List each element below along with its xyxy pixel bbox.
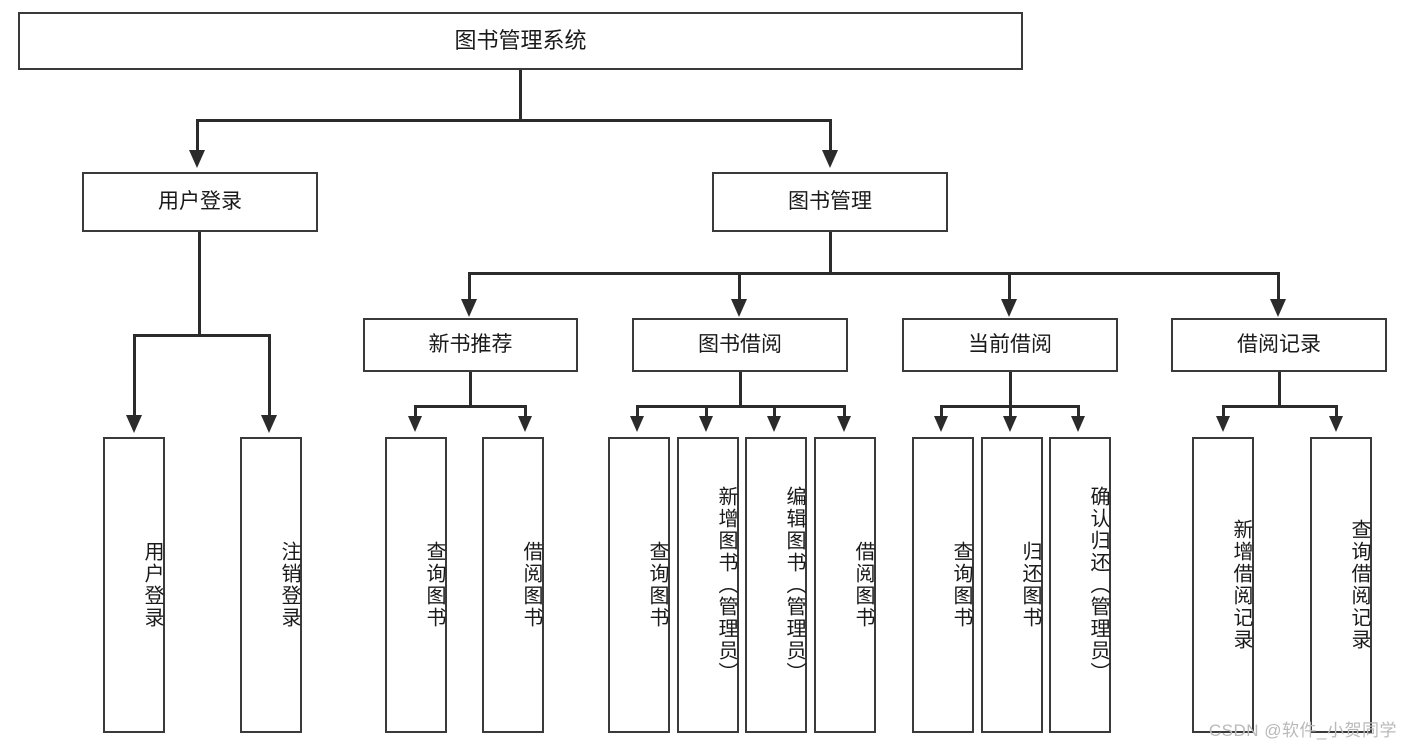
- node-current-borrow[interactable]: 当前借阅: [902, 318, 1118, 372]
- leaf-label: 查询图书: [646, 541, 668, 629]
- connector-bb-drop-4: [843, 405, 846, 417]
- leaf-label: 借阅图书: [520, 541, 542, 629]
- arrowhead-new-book-recommend: [461, 299, 477, 317]
- connector-bm-drop-new-book: [468, 272, 471, 300]
- leaf-query-book-new[interactable]: 查询图书: [385, 437, 447, 733]
- leaf-query-book-current[interactable]: 查询图书: [912, 437, 974, 733]
- arrowhead-leaf-edit-book: [767, 416, 781, 432]
- connector-user-login-drop-1: [133, 334, 136, 416]
- node-label: 当前借阅: [968, 332, 1052, 356]
- arrowhead-leaf-add-book: [699, 416, 713, 432]
- connector-cb-drop-3: [1077, 405, 1080, 417]
- leaf-label: 新增借阅记录: [1230, 519, 1252, 651]
- leaf-label: 注销登录: [278, 541, 300, 629]
- arrowhead-leaf-user-login: [126, 415, 142, 433]
- arrowhead-leaf-borrow-book-2: [837, 416, 851, 432]
- connector-cb-drop-2: [1009, 405, 1012, 417]
- connector-root-to-user-login: [196, 119, 199, 151]
- connector-book-management-stem: [829, 232, 832, 274]
- node-new-book-recommend[interactable]: 新书推荐: [363, 318, 578, 372]
- connector-bb-drop-2: [705, 405, 708, 417]
- arrowhead-leaf-confirm-return: [1071, 416, 1085, 432]
- arrowhead-leaf-logout: [261, 415, 277, 433]
- arrowhead-borrow-record: [1270, 299, 1286, 317]
- arrowhead-leaf-query-book-3: [934, 416, 948, 432]
- connector-bm-drop-borrow-book: [738, 272, 741, 300]
- leaf-label: 用户登录: [141, 541, 163, 629]
- node-label: 用户登录: [158, 189, 242, 213]
- leaf-confirm-return-admin[interactable]: 确认归还（管理员）: [1049, 437, 1111, 733]
- leaf-logout[interactable]: 注销登录: [240, 437, 302, 733]
- connector-book-borrow-bus: [636, 405, 846, 408]
- leaf-add-book-admin[interactable]: 新增图书（管理员）: [677, 437, 739, 733]
- leaf-label: 查询图书: [423, 541, 445, 629]
- connector-new-book-stem: [469, 372, 472, 408]
- connector-root-to-book-management: [829, 119, 832, 151]
- leaf-borrow-book-new[interactable]: 借阅图书: [482, 437, 544, 733]
- connector-user-login-drop-2: [268, 334, 271, 416]
- connector-new-book-drop-2: [524, 405, 527, 417]
- node-label: 借阅记录: [1237, 332, 1321, 356]
- connector-user-login-stem: [198, 232, 201, 336]
- connector-bb-drop-1: [636, 405, 639, 417]
- node-label: 新书推荐: [428, 332, 513, 356]
- arrowhead-leaf-query-book-2: [630, 416, 644, 432]
- node-book-borrow[interactable]: 图书借阅: [632, 318, 848, 372]
- connector-bb-drop-3: [773, 405, 776, 417]
- connector-new-book-bus: [414, 405, 527, 408]
- leaf-edit-book-admin[interactable]: 编辑图书（管理员）: [745, 437, 807, 733]
- connector-bm-drop-current-borrow: [1008, 272, 1011, 300]
- node-user-login[interactable]: 用户登录: [82, 172, 318, 232]
- arrowhead-leaf-query-record: [1329, 416, 1343, 432]
- leaf-add-borrow-record[interactable]: 新增借阅记录: [1192, 437, 1254, 733]
- leaf-label: 新增图书（管理员）: [715, 486, 737, 684]
- node-label: 图书管理: [788, 189, 872, 213]
- connector-new-book-drop-1: [414, 405, 417, 417]
- leaf-user-login[interactable]: 用户登录: [103, 437, 165, 733]
- node-label: 图书管理系统: [454, 28, 587, 54]
- arrowhead-leaf-return-book: [1003, 416, 1017, 432]
- connector-book-management-bus: [468, 272, 1280, 275]
- node-root-book-management-system[interactable]: 图书管理系统: [18, 12, 1023, 70]
- leaf-query-book-borrow[interactable]: 查询图书: [608, 437, 670, 733]
- connector-borrow-record-bus: [1222, 405, 1338, 408]
- arrowhead-book-management: [822, 150, 838, 168]
- connector-br-drop-1: [1222, 405, 1225, 417]
- leaf-label: 编辑图书（管理员）: [783, 486, 805, 684]
- connector-br-drop-2: [1335, 405, 1338, 417]
- leaf-label: 归还图书: [1019, 541, 1041, 629]
- arrowhead-current-borrow: [1001, 299, 1017, 317]
- connector-bm-drop-borrow-record: [1277, 272, 1280, 300]
- connector-borrow-record-stem: [1278, 372, 1281, 408]
- leaf-borrow-book-borrow[interactable]: 借阅图书: [814, 437, 876, 733]
- leaf-label: 查询图书: [950, 541, 972, 629]
- leaf-query-borrow-record[interactable]: 查询借阅记录: [1310, 437, 1372, 733]
- leaf-label: 查询借阅记录: [1348, 519, 1370, 651]
- connector-current-borrow-stem: [1009, 372, 1012, 408]
- leaf-return-book[interactable]: 归还图书: [981, 437, 1043, 733]
- connector-cb-drop-1: [940, 405, 943, 417]
- arrowhead-book-borrow: [731, 299, 747, 317]
- connector-user-login-bus: [133, 334, 271, 337]
- arrowhead-leaf-borrow-book-1: [518, 416, 532, 432]
- arrowhead-leaf-add-record: [1216, 416, 1230, 432]
- node-borrow-record[interactable]: 借阅记录: [1171, 318, 1387, 372]
- connector-root-stem: [519, 70, 522, 120]
- leaf-label: 确认归还（管理员）: [1087, 486, 1109, 684]
- node-label: 图书借阅: [698, 332, 782, 356]
- arrowhead-user-login: [189, 150, 205, 168]
- connector-book-borrow-stem: [739, 372, 742, 408]
- leaf-label: 借阅图书: [852, 541, 874, 629]
- arrowhead-leaf-query-book-1: [408, 416, 422, 432]
- node-book-management[interactable]: 图书管理: [712, 172, 948, 232]
- connector-root-bus: [196, 119, 832, 122]
